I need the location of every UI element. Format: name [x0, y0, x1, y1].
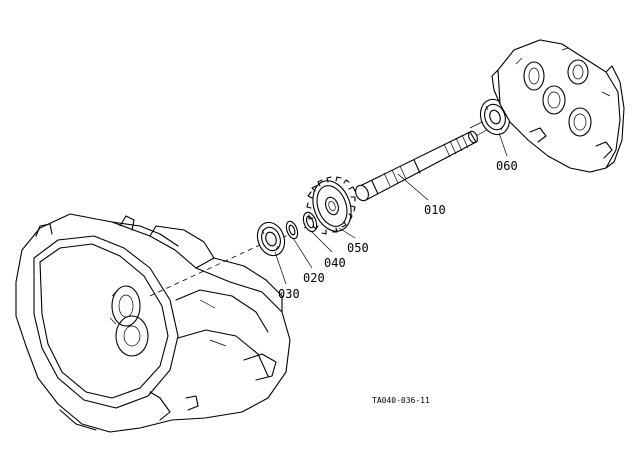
callout-060: 060 — [496, 159, 518, 173]
cover-plate — [491, 39, 625, 173]
gear-050 — [306, 176, 356, 235]
transmission-housing — [15, 213, 291, 433]
collar-020 — [285, 220, 299, 240]
bearing-030 — [256, 221, 286, 257]
shaft-010 — [355, 119, 491, 202]
callout-030: 030 — [278, 287, 300, 301]
callout-040: 040 — [324, 256, 346, 270]
callout-labels: 010 020 030 040 050 060 — [278, 159, 518, 301]
callout-010: 010 — [424, 203, 446, 217]
leader-lines — [274, 132, 508, 285]
drawing-reference-code: TA040-036-11 — [372, 396, 430, 405]
callout-050: 050 — [347, 241, 369, 255]
callout-020: 020 — [303, 271, 325, 285]
